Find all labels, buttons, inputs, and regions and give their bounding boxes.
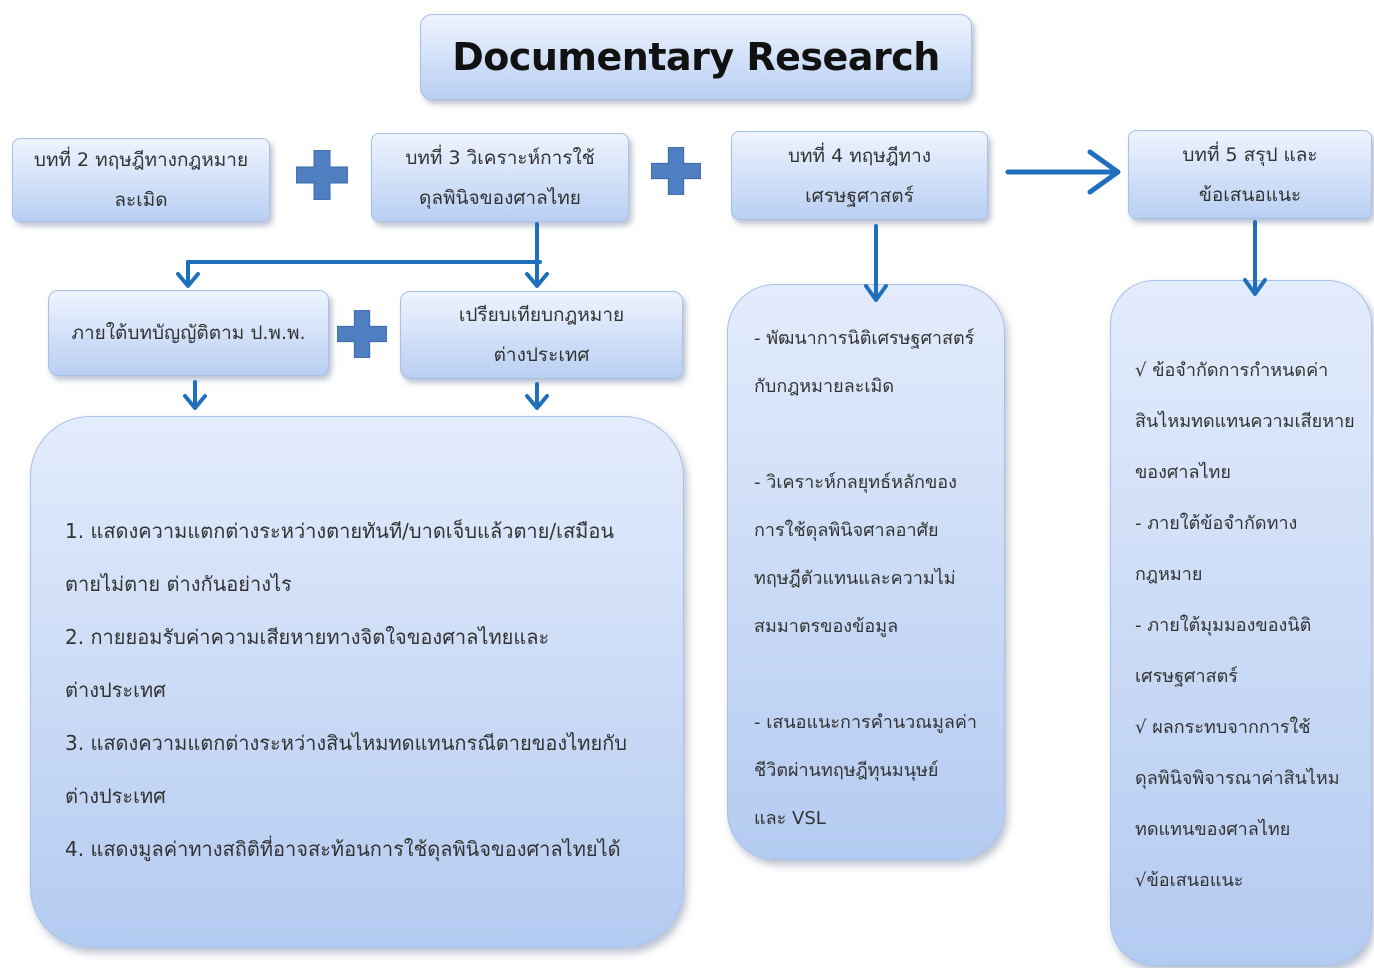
economics-line: - พัฒนาการนิติเศรษฐศาสตร์	[754, 328, 975, 349]
chapter-2-line-1: บทที่ 2 ทฤษฎีทางกฎหมาย	[33, 149, 249, 171]
economics-line: และ VSL	[754, 808, 826, 829]
economics-line: ทฤษฎีตัวแทนและความไม่	[754, 568, 956, 589]
findings-line: ต่างประเทศ	[65, 678, 166, 702]
chapter-3-line-2: ดุลพินิจของศาลไทย	[419, 186, 581, 209]
arrow-icon	[864, 284, 888, 302]
arrow-icon	[183, 394, 207, 410]
conclusion-line: ดุลพินิจพิจารณาค่าสินไหม	[1135, 768, 1340, 789]
conclusion-line: √ ข้อจำกัดการกำหนดค่า	[1135, 360, 1329, 381]
economics-line: - วิเคราะห์กลยุทธ์หลักของ	[754, 472, 957, 493]
title-box: Documentary Research	[420, 14, 972, 100]
economics-line: การใช้ดุลพินิจศาลอาศัย	[754, 520, 939, 541]
chapter-5-line-2: ข้อเสนอแนะ	[1198, 183, 1302, 206]
foreign-law-box: เปรียบเทียบกฎหมาย ต่างประเทศ	[400, 291, 683, 379]
foreign-law-line-2: ต่างประเทศ	[493, 344, 590, 366]
chapter-3-box: บทที่ 3 วิเคราะห์การใช้ ดุลพินิจของศาลไท…	[371, 133, 629, 222]
chapter-5-box: บทที่ 5 สรุป และ ข้อเสนอแนะ	[1128, 130, 1372, 219]
findings-line: 2. กายยอมรับค่าความเสียหายทางจิตใจของศาล…	[65, 625, 550, 649]
foreign-law-line-1: เปรียบเทียบกฎหมาย	[458, 304, 625, 326]
arrow-icon	[1087, 149, 1121, 195]
conclusion-line: - ภายใต้ข้อจำกัดทาง	[1135, 513, 1298, 534]
economics-line: - เสนอแนะการคำนวณมูลค่า	[754, 712, 978, 733]
civil-code-line-1: ภายใต้บทบัญญัติตาม ป.พ.พ.	[71, 322, 306, 344]
findings-line: 3. แสดงความแตกต่างระหว่างสินไหมทดแทนกรณี…	[65, 731, 627, 755]
economics-box: - พัฒนาการนิติเศรษฐศาสตร์ กับกฎหมายละเมิ…	[727, 284, 1005, 860]
findings-box: 1. แสดงความแตกต่างระหว่างตายทันที/บาดเจ็…	[30, 416, 684, 948]
conclusion-line: √ ผลกระทบจากการใช้	[1135, 717, 1311, 738]
chapter-4-line-2: เศรษฐศาสตร์	[805, 184, 914, 207]
conclusion-box: √ ข้อจำกัดการกำหนดค่า สินไหมทดแทนความเสี…	[1110, 280, 1372, 966]
chapter-3-line-1: บทที่ 3 วิเคราะห์การใช้	[405, 146, 595, 169]
economics-line: กับกฎหมายละเมิด	[754, 376, 895, 397]
plus-icon	[651, 147, 701, 195]
findings-line: 4. แสดงมูลค่าทางสถิติที่อาจสะท้อนการใช้ด…	[65, 837, 621, 861]
conclusion-line: ทดแทนของศาลไทย	[1135, 819, 1291, 840]
findings-line: ตายไม่ตาย ต่างกันอย่างไร	[65, 572, 292, 596]
arrow-icon	[1243, 278, 1267, 296]
plus-icon	[296, 150, 348, 200]
findings-line: 1. แสดงความแตกต่างระหว่างตายทันที/บาดเจ็…	[65, 519, 615, 543]
arrow-icon	[525, 272, 549, 288]
diagram-title: Documentary Research	[452, 35, 940, 79]
conclusion-line: สินไหมทดแทนความเสียหาย	[1135, 411, 1355, 432]
conclusion-line: เศรษฐศาสตร์	[1135, 666, 1238, 687]
economics-line: สมมาตรของข้อมูล	[754, 616, 899, 637]
conclusion-line: ของศาลไทย	[1135, 462, 1231, 483]
chapter-5-line-1: บทที่ 5 สรุป และ	[1182, 143, 1318, 166]
arrow-icon	[176, 272, 200, 288]
chapter-2-line-2: ละเมิด	[114, 189, 168, 211]
chapter-2-box: บทที่ 2 ทฤษฎีทางกฎหมาย ละเมิด	[12, 138, 270, 222]
plus-icon	[337, 310, 387, 358]
conclusion-line: กฎหมาย	[1135, 564, 1203, 585]
civil-code-box: ภายใต้บทบัญญัติตาม ป.พ.พ.	[48, 290, 329, 376]
conclusion-line: √ข้อเสนอแนะ	[1135, 870, 1244, 891]
chapter-4-line-1: บทที่ 4 ทฤษฎีทาง	[787, 144, 932, 167]
conclusion-line: - ภายใต้มุมมองของนิติ	[1135, 615, 1312, 636]
findings-line: ต่างประเทศ	[65, 784, 166, 808]
economics-line: ชีวิตผ่านทฤษฎีทุนมนุษย์	[754, 760, 939, 781]
chapter-4-box: บทที่ 4 ทฤษฎีทาง เศรษฐศาสตร์	[731, 131, 988, 220]
arrow-icon	[525, 394, 549, 410]
